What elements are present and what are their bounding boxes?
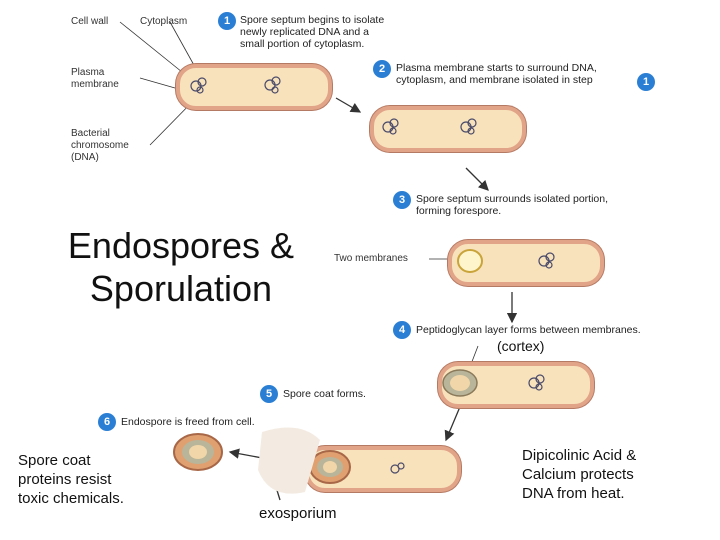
label-plasma-membrane: Plasma membrane bbox=[71, 67, 119, 90]
title-line-2: Sporulation bbox=[89, 268, 273, 309]
label-two-membranes: Two membranes bbox=[334, 253, 408, 264]
step-6-text: Endospore is freed from cell. bbox=[121, 416, 255, 428]
cell-stage-3 bbox=[448, 240, 604, 286]
step-4-text: Peptidoglycan layer forms between membra… bbox=[416, 324, 641, 336]
arrow-2-3 bbox=[465, 167, 489, 191]
step-5-badge: 5 bbox=[260, 385, 278, 403]
step-6-badge: 6 bbox=[98, 413, 116, 431]
label-cell-wall: Cell wall bbox=[71, 16, 109, 27]
dna-icon bbox=[538, 255, 550, 267]
step-5-text: Spore coat forms. bbox=[283, 388, 366, 400]
cell-stage-1 bbox=[176, 64, 332, 110]
step-4-badge: 4 bbox=[393, 321, 411, 339]
dna-icon bbox=[190, 80, 202, 92]
dna-icon bbox=[528, 377, 540, 389]
dna-icon bbox=[264, 79, 276, 91]
dna-icon bbox=[382, 121, 394, 133]
note-dipicolinic: Dipicolinic Acid & Calcium protects DNA … bbox=[522, 447, 637, 502]
step-2-text: Plasma membrane starts to surround DNA, … bbox=[396, 62, 597, 86]
cell-stage-2 bbox=[370, 106, 526, 152]
label-cortex: (cortex) bbox=[497, 338, 545, 354]
spore-core bbox=[450, 375, 470, 391]
step-2-badge: 2 bbox=[373, 60, 391, 78]
step-3-badge: 3 bbox=[393, 191, 411, 209]
step-3-text: Spore septum surrounds isolated portion,… bbox=[416, 193, 609, 217]
forespore bbox=[457, 249, 483, 273]
cell-wall-leader bbox=[119, 21, 183, 73]
page-title: Endospores & Sporulation bbox=[36, 224, 326, 310]
label-chromosome: Bacterial chromosome (DNA) bbox=[71, 128, 129, 163]
cell-remnant bbox=[258, 427, 320, 494]
note-spore-coat: Spore coat proteins resist toxic chemica… bbox=[18, 452, 124, 507]
step-1-badge: 1 bbox=[218, 12, 236, 30]
dna-icon bbox=[390, 464, 400, 474]
step-2-ref-badge: 1 bbox=[637, 73, 655, 91]
plasma-membrane-leader bbox=[139, 77, 183, 91]
arrow-1-2 bbox=[335, 97, 362, 113]
spore-core bbox=[323, 461, 337, 473]
dna-icon bbox=[460, 121, 472, 133]
step-1-text: Spore septum begins to isolate newly rep… bbox=[240, 14, 385, 50]
label-exosporium: exosporium bbox=[259, 505, 337, 522]
arrow-4-5 bbox=[444, 401, 463, 442]
label-cytoplasm: Cytoplasm bbox=[140, 16, 188, 27]
spore-core bbox=[189, 445, 207, 459]
title-line-1: Endospores & bbox=[67, 225, 295, 266]
